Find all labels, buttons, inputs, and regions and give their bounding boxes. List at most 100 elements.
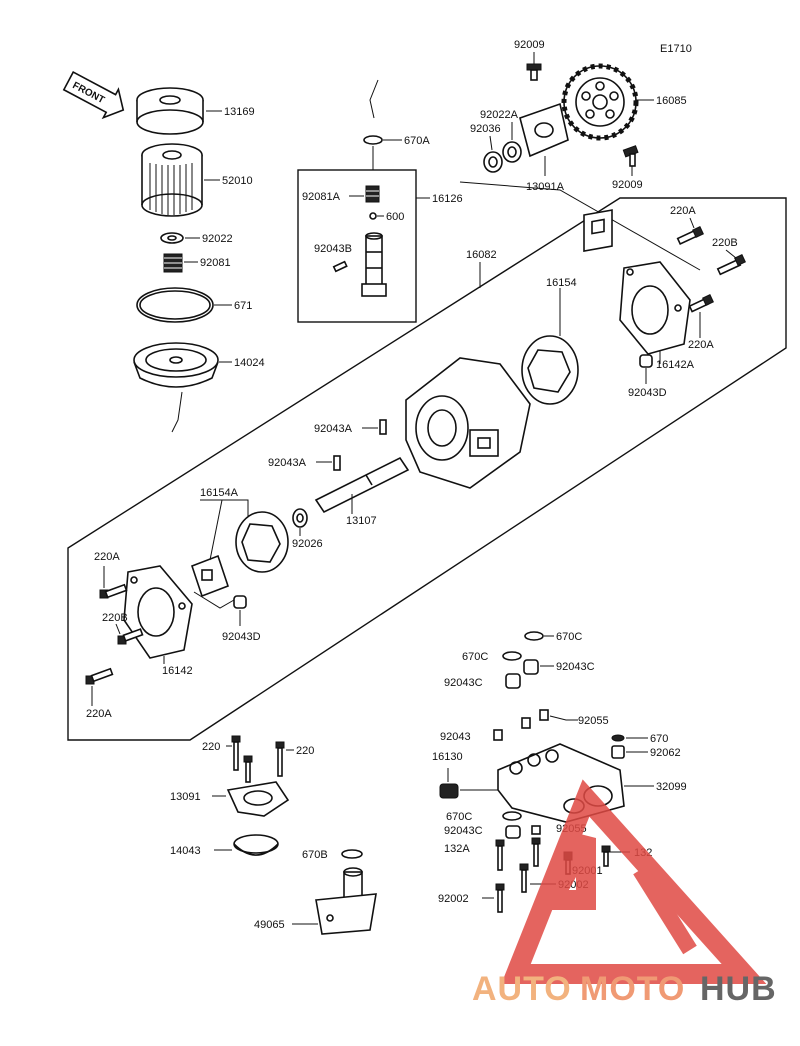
o-ring-670B — [341, 849, 363, 859]
label-92009-bottom: 92009 — [612, 179, 643, 191]
label-92043A-2: 92043A — [268, 457, 307, 469]
label-92036: 92036 — [470, 123, 501, 135]
pump-body — [405, 357, 531, 489]
pin-92043D-top — [639, 354, 653, 368]
spring-92081A — [365, 185, 380, 203]
label-14024: 14024 — [234, 357, 265, 369]
label-32099: 32099 — [656, 781, 687, 793]
pin-92043 — [493, 729, 503, 741]
label-92062: 92062 — [650, 747, 681, 759]
label-13169: 13169 — [224, 106, 255, 118]
bolt-220B-left — [117, 628, 144, 645]
bolt-220A-mid — [688, 294, 714, 313]
bolt-92009-top — [526, 63, 542, 81]
sleeve-92043C-1 — [523, 659, 539, 675]
watermark-logo — [501, 779, 767, 984]
relief-valve-body — [361, 232, 387, 297]
pin-92043A-2 — [333, 455, 341, 471]
spring-92081 — [163, 253, 183, 273]
label-92043A-1: 92043A — [314, 423, 353, 435]
label-670B: 670B — [302, 849, 328, 861]
pipe-49065 — [315, 867, 377, 935]
gear-16085 — [561, 63, 639, 141]
pins-92055-1 — [521, 709, 549, 729]
label-13091A: 13091A — [526, 181, 565, 193]
oil-filter-52010 — [141, 143, 203, 217]
bracket-13091A — [519, 102, 569, 158]
pin-92043D-left — [233, 595, 247, 609]
o-ring-670C-2 — [502, 651, 522, 661]
label-16154A: 16154A — [200, 487, 239, 499]
label-220-right: 220 — [296, 745, 314, 757]
o-ring-670 — [611, 734, 625, 742]
plug-16130 — [439, 783, 459, 799]
o-ring-670C-1 — [524, 631, 544, 641]
label-220B-left: 220B — [102, 612, 128, 624]
o-ring-671 — [136, 287, 214, 323]
strainer-14043 — [233, 834, 279, 856]
label-92081A: 92081A — [302, 191, 341, 203]
bolt-220-right — [275, 741, 285, 777]
label-92022A: 92022A — [480, 109, 519, 121]
label-671: 671 — [234, 300, 252, 312]
rotor-16154A — [190, 511, 289, 598]
bolt-220A-top — [676, 226, 704, 246]
seal-92036 — [483, 151, 503, 173]
label-13091: 13091 — [170, 791, 201, 803]
label-16142: 16142 — [162, 665, 193, 677]
washer-92026 — [292, 508, 308, 528]
label-92055-1: 92055 — [578, 715, 609, 727]
label-670: 670 — [650, 733, 668, 745]
watermark-auto: AUTO — [472, 970, 572, 1008]
label-92009-top: 92009 — [514, 39, 545, 51]
filter-cap-13169 — [136, 87, 204, 135]
label-16126: 16126 — [432, 193, 463, 205]
label-220A-top: 220A — [670, 205, 696, 217]
label-16085: 16085 — [656, 95, 687, 107]
bolt-220A-left — [99, 583, 128, 599]
label-52010: 52010 — [222, 175, 253, 187]
label-92043B: 92043B — [314, 243, 352, 255]
label-92043: 92043 — [440, 731, 471, 743]
label-92026: 92026 — [292, 538, 323, 550]
watermark-moto: MOTO — [580, 970, 685, 1008]
plate-13091 — [226, 781, 290, 817]
label-220A-left: 220A — [94, 551, 120, 563]
pin-92043A-1 — [379, 419, 387, 435]
label-92022: 92022 — [202, 233, 233, 245]
label-220A-bottom: 220A — [86, 708, 112, 720]
plug-92062 — [611, 745, 625, 759]
label-600: 600 — [386, 211, 404, 223]
bolt-132A — [495, 839, 505, 871]
label-92043C-3: 92043C — [444, 825, 483, 837]
label-220A-mid: 220A — [688, 339, 714, 351]
ball-600 — [369, 212, 377, 220]
filter-cover-14024 — [133, 342, 219, 388]
watermark-hub: HUB — [700, 970, 777, 1008]
pin-92055-2 — [531, 825, 541, 835]
bolts-92002 — [495, 863, 529, 913]
bolt-220-left — [231, 735, 241, 771]
sleeve-92043C-3 — [505, 825, 521, 839]
label-670C-1: 670C — [556, 631, 582, 643]
label-92043D-top: 92043D — [628, 387, 667, 399]
label-16082: 16082 — [466, 249, 497, 261]
pump-cover-16142A — [619, 261, 691, 355]
label-670C-2: 670C — [462, 651, 488, 663]
o-ring-670A — [363, 135, 383, 145]
label-16142A: 16142A — [656, 359, 695, 371]
label-16130: 16130 — [432, 751, 463, 763]
label-14043: 14043 — [170, 845, 201, 857]
relief-valve-group-box — [297, 169, 417, 323]
diagram-code: E1710 — [660, 43, 692, 55]
label-49065: 49065 — [254, 919, 285, 931]
bolt-220B-top — [716, 254, 746, 276]
bearing-92022A — [502, 141, 522, 163]
label-16154: 16154 — [546, 277, 577, 289]
label-132A: 132A — [444, 843, 470, 855]
label-220B-top: 220B — [712, 237, 738, 249]
label-92081: 92081 — [200, 257, 231, 269]
label-220-left: 220 — [202, 741, 220, 753]
